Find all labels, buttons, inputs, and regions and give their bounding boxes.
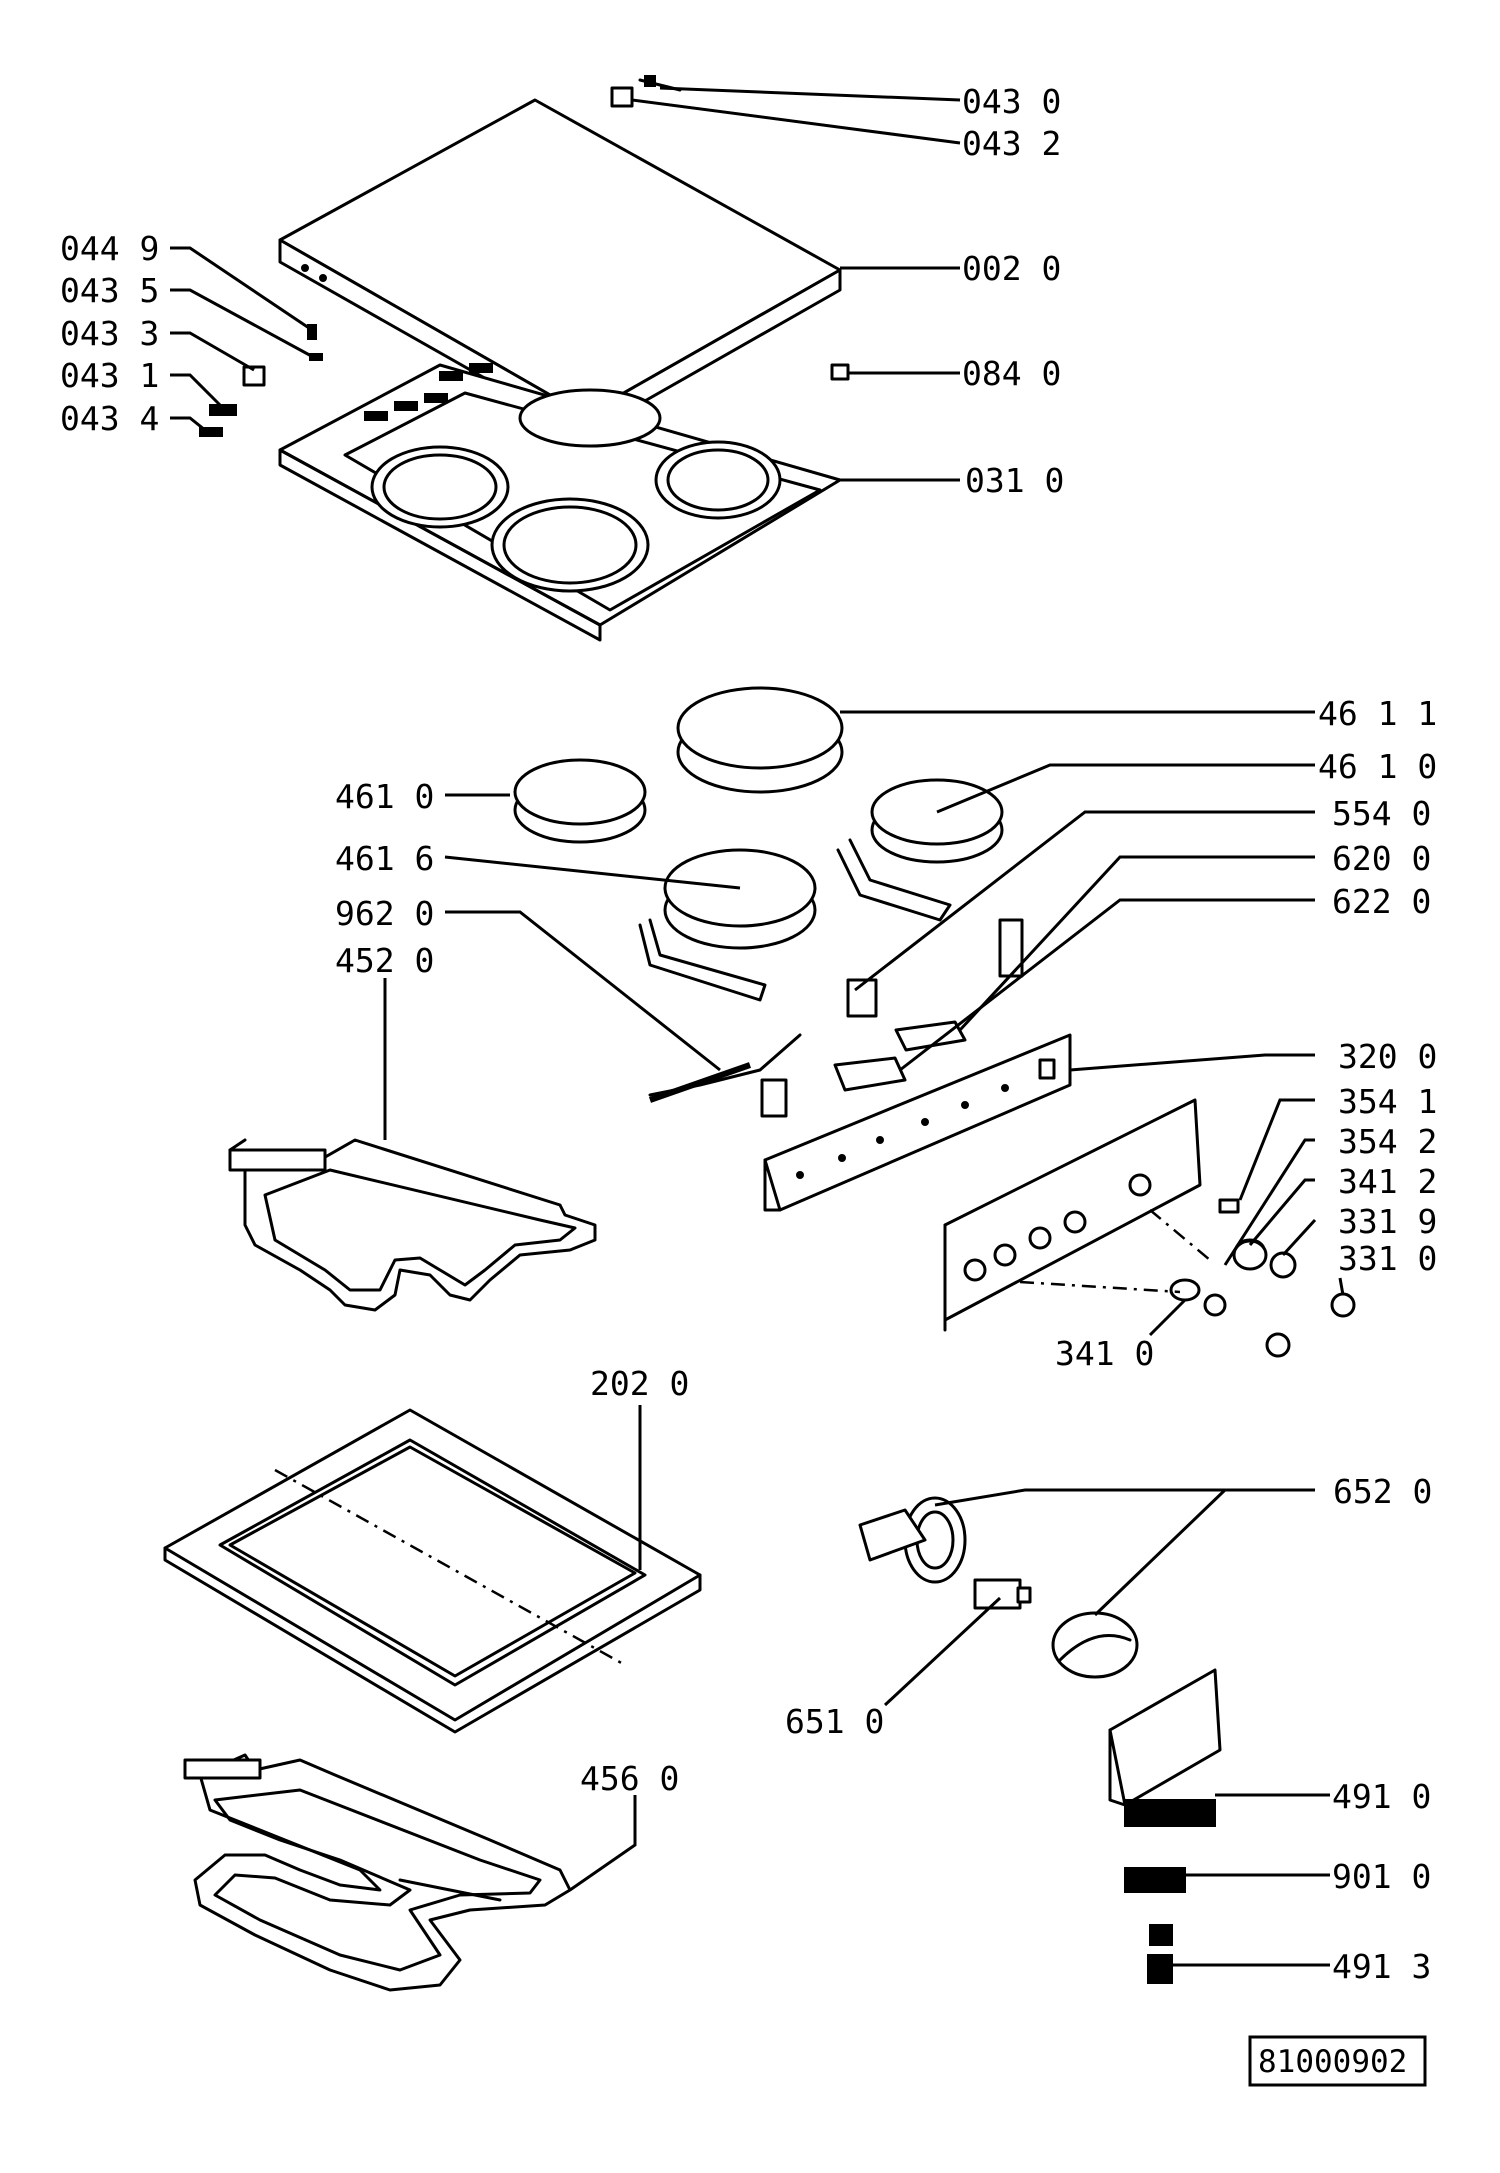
label-620-0: 620 0 <box>1332 839 1431 878</box>
label-652-0: 652 0 <box>1333 1472 1432 1511</box>
label-354-2: 354 2 <box>1338 1122 1437 1161</box>
label-341-0: 341 0 <box>1055 1334 1154 1373</box>
label-354-1: 354 1 <box>1338 1082 1437 1121</box>
reference-code: 81000902 <box>1258 2044 1407 2080</box>
label-461-6: 461 6 <box>335 839 434 878</box>
control-panel-front-part <box>943 1098 1202 1332</box>
baking-tray-part <box>163 1408 702 1734</box>
control-panel-rear-part <box>763 1033 1072 1212</box>
label-043-2: 043 2 <box>962 124 1061 163</box>
reference-code-box: 81000902 <box>1248 2035 1427 2087</box>
hotplate-medium-front-part <box>663 848 817 950</box>
label-320-0: 320 0 <box>1338 1037 1437 1076</box>
hob-frame-part <box>278 363 842 642</box>
small-fittings-part <box>199 75 850 437</box>
label-554-0: 554 0 <box>1332 794 1431 833</box>
hotplate-large-part <box>676 686 844 794</box>
part-labels: 043 0 043 2 002 0 084 0 031 0 044 9 043 … <box>60 82 1437 1986</box>
lamp-cover-part <box>1051 1611 1139 1679</box>
grill-element-part <box>228 1138 597 1312</box>
label-043-3: 043 3 <box>60 314 159 353</box>
label-043-1: 043 1 <box>60 356 159 395</box>
lamp-bulb-part <box>973 1578 1032 1610</box>
wire-part <box>648 1033 802 1103</box>
label-043-4: 043 4 <box>60 399 159 438</box>
label-031-0: 031 0 <box>965 461 1064 500</box>
label-202-0: 202 0 <box>590 1364 689 1403</box>
cover-lid-part <box>278 98 842 437</box>
label-044-9: 044 9 <box>60 229 159 268</box>
label-962-0: 962 0 <box>335 894 434 933</box>
terminal-block-part <box>1108 1668 1222 1984</box>
label-452-0: 452 0 <box>335 941 434 980</box>
leader-lines-top <box>170 86 961 482</box>
label-331-0: 331 0 <box>1338 1239 1437 1278</box>
label-461-0: 461 0 <box>335 777 434 816</box>
label-491-3: 491 3 <box>1332 1947 1431 1986</box>
switches-part <box>760 918 1024 1118</box>
label-043-0: 043 0 <box>962 82 1061 121</box>
label-084-0: 084 0 <box>962 354 1061 393</box>
hotplate-small-left-part <box>513 758 647 844</box>
bottom-heating-element-part <box>183 1753 572 1992</box>
hotplate-brackets-part <box>638 838 952 1002</box>
label-46-1-1: 46 1 1 <box>1318 694 1437 733</box>
label-901-0: 901 0 <box>1332 1857 1431 1896</box>
leader-lines-bottom <box>569 1405 1330 1967</box>
label-331-9: 331 9 <box>1338 1202 1437 1241</box>
label-491-0: 491 0 <box>1332 1777 1431 1816</box>
label-651-0: 651 0 <box>785 1702 884 1741</box>
label-456-0: 456 0 <box>580 1759 679 1798</box>
knobs-part <box>1019 1198 1356 1358</box>
label-622-0: 622 0 <box>1332 882 1431 921</box>
lamp-holder-part <box>858 1496 967 1584</box>
label-043-5: 043 5 <box>60 271 159 310</box>
label-341-2: 341 2 <box>1338 1162 1437 1201</box>
leader-lines-middle <box>383 710 1345 1337</box>
label-002-0: 002 0 <box>962 249 1061 288</box>
label-46-1-0: 46 1 0 <box>1318 747 1437 786</box>
